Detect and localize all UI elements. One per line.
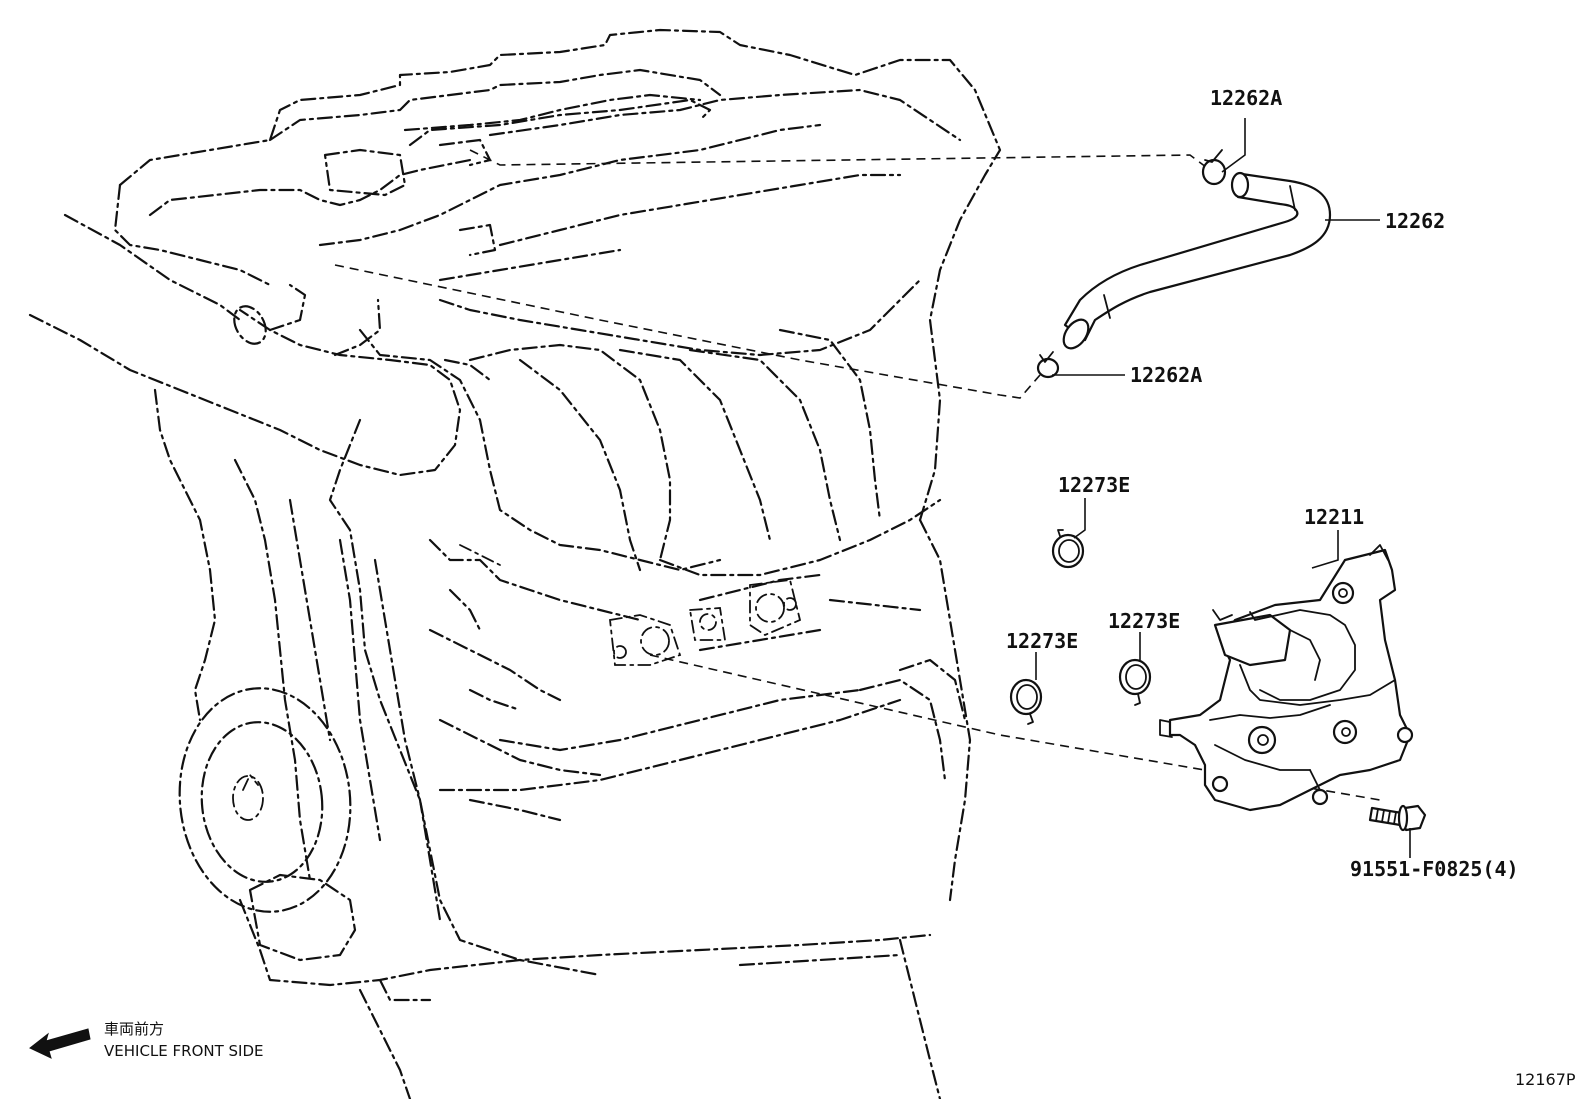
flange-bolt xyxy=(1368,804,1427,832)
pcv-hose xyxy=(1062,171,1332,350)
leader-lines xyxy=(1035,118,1411,858)
engine-outline xyxy=(28,28,1002,1099)
hose-clip-top xyxy=(1201,149,1227,186)
label-hose-clip-bottom: 12262A xyxy=(1130,363,1202,387)
label-bolt: 91551-F0825(4) xyxy=(1350,857,1519,881)
front-side-english: VEHICLE FRONT SIDE xyxy=(104,1042,264,1060)
label-oil-separator: 12211 xyxy=(1304,505,1364,529)
label-gasket-c: 12273E xyxy=(1108,609,1180,633)
front-side-japanese: 車両前方 xyxy=(104,1020,164,1038)
front-arrow-icon xyxy=(29,1028,91,1059)
label-hose: 12262 xyxy=(1385,209,1445,233)
hose-clip-bottom xyxy=(1036,351,1060,379)
label-gasket-a: 12273E xyxy=(1058,473,1130,497)
label-hose-clip-top: 12262A xyxy=(1210,86,1282,110)
label-gasket-b: 12273E xyxy=(1006,629,1078,653)
gasket-b xyxy=(1009,678,1043,725)
gasket-c xyxy=(1118,658,1152,706)
gasket-a xyxy=(1051,529,1085,569)
illustration-ref-number: 12167P xyxy=(1515,1070,1576,1089)
vehicle-front-indicator: 車両前方 VEHICLE FRONT SIDE xyxy=(29,1020,264,1060)
oil-separator xyxy=(1159,544,1414,812)
